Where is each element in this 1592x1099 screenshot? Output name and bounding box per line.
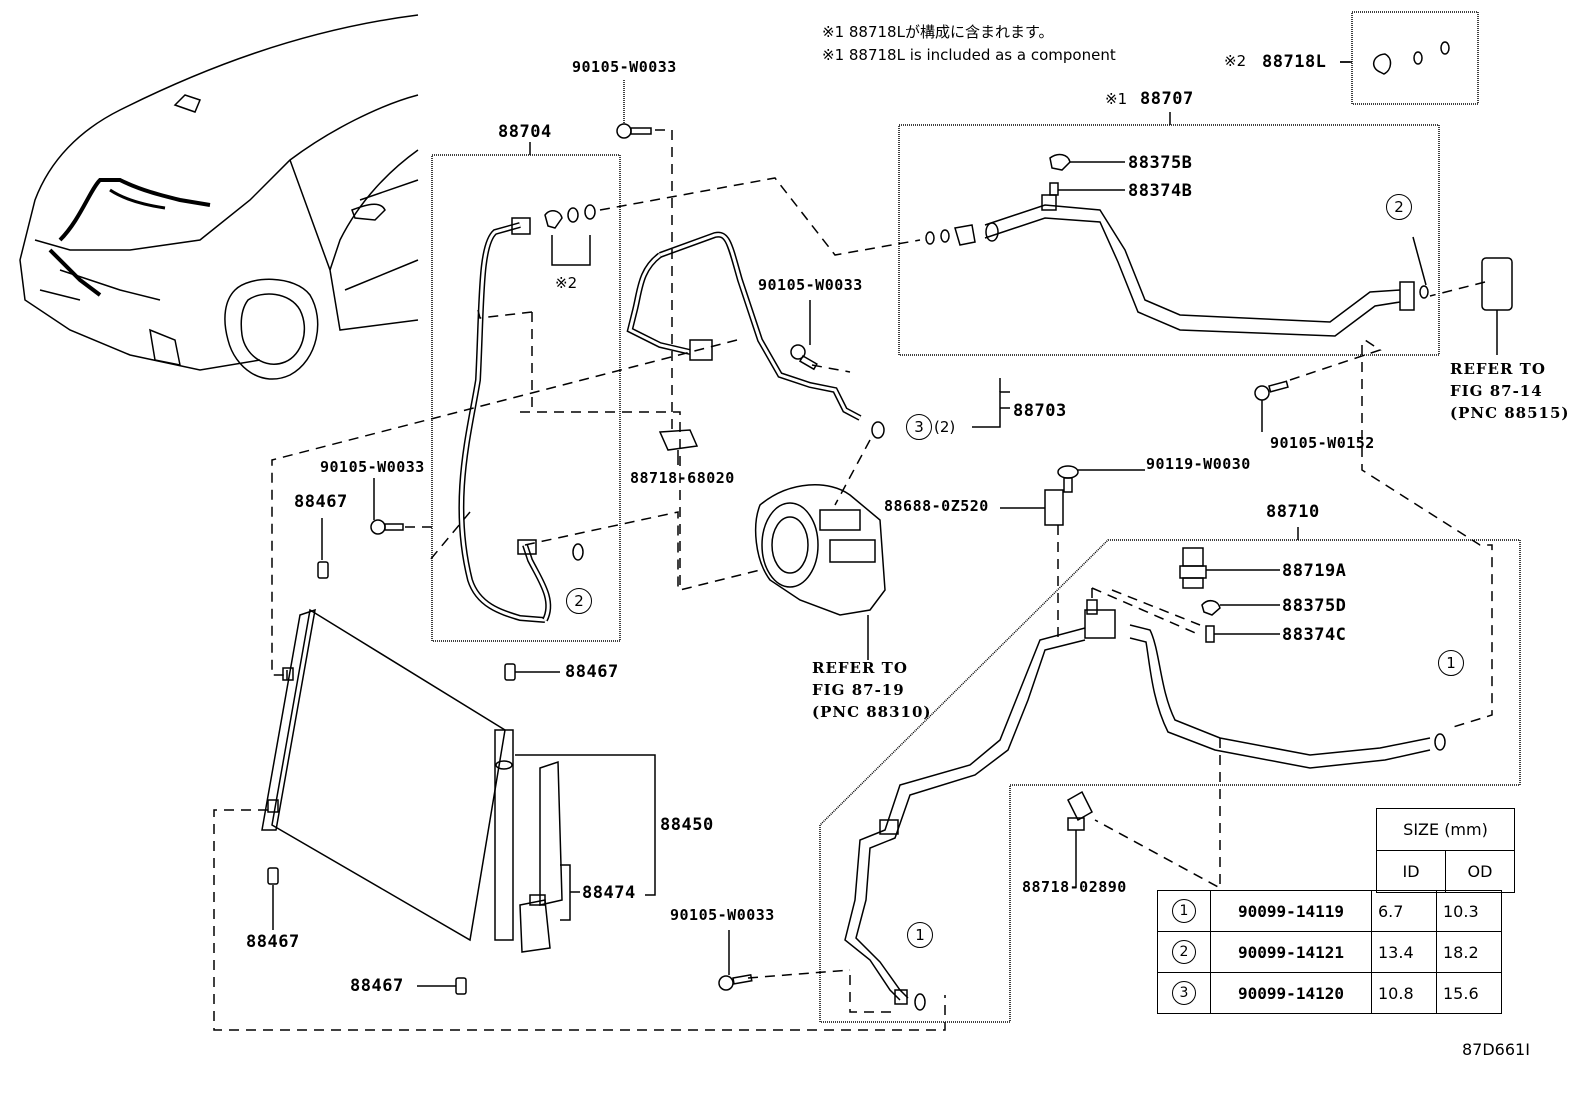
vehicle-outline <box>19 14 419 380</box>
label-88474[interactable]: 88474 <box>582 883 636 903</box>
refer-expansion-valve[interactable]: REFER TO FIG 87-14 (PNC 88515) <box>1450 360 1570 422</box>
table-row: 2 90099-14121 13.4 18.2 <box>1157 931 1502 973</box>
label-90105-W0033-mid[interactable]: 90105-W0033 <box>758 276 863 294</box>
row-id: 13.4 <box>1371 931 1437 973</box>
label-88375D[interactable]: 88375D <box>1282 596 1347 616</box>
note-english: ※1 88718L is included as a component <box>822 46 1116 64</box>
label-88450[interactable]: 88450 <box>660 815 714 835</box>
label-88703[interactable]: 88703 <box>1013 401 1067 421</box>
row-id: 10.8 <box>1371 972 1437 1014</box>
label-90105-W0152[interactable]: 90105-W0152 <box>1270 434 1375 452</box>
size-table-header: SIZE (mm) ID OD <box>1376 808 1515 893</box>
oring-size-table: 1 90099-14119 6.7 10.3 2 90099-14121 13.… <box>1157 890 1502 1014</box>
condenser-drawing <box>261 608 514 942</box>
label-88374C[interactable]: 88374C <box>1282 625 1347 645</box>
label-90105-W0033-top[interactable]: 90105-W0033 <box>572 58 677 76</box>
row-od: 15.6 <box>1436 972 1502 1014</box>
row-id: 6.7 <box>1371 890 1437 932</box>
label-88467-bottom-left[interactable]: 88467 <box>246 932 300 952</box>
oring-callout-1: 1 <box>1438 650 1464 676</box>
figure-id: 87D661I <box>1462 1040 1530 1059</box>
table-row: 3 90099-14120 10.8 15.6 <box>1157 972 1502 1014</box>
refer-compressor[interactable]: REFER TO FIG 87-19 (PNC 88310) <box>812 659 932 721</box>
row-index: 1 <box>1172 899 1196 923</box>
mark-88718L: ※2 <box>1224 52 1247 70</box>
label-88718-68020[interactable]: 88718-68020 <box>630 469 735 487</box>
kit-88718L-box <box>1351 11 1479 105</box>
label-88719A[interactable]: 88719A <box>1282 561 1347 581</box>
row-part-number[interactable]: 90099-14120 <box>1210 972 1372 1014</box>
row-index: 3 <box>1172 981 1196 1005</box>
label-88467-right[interactable]: 88467 <box>565 662 619 682</box>
mark-88704-kit: ※2 <box>555 274 578 292</box>
size-header: SIZE (mm) <box>1376 808 1515 851</box>
table-row: 1 90099-14119 6.7 10.3 <box>1157 890 1502 932</box>
oring-callout-3: 3 <box>906 414 932 440</box>
row-index: 2 <box>1172 940 1196 964</box>
oring-callout-1: 1 <box>907 922 933 948</box>
label-88710[interactable]: 88710 <box>1266 502 1320 522</box>
pipe-88710-box <box>819 539 1521 1023</box>
hose-88704-box <box>431 154 621 642</box>
qty-88703-callout: (2) <box>934 418 956 436</box>
label-90105-W0033-bottom[interactable]: 90105-W0033 <box>670 906 775 924</box>
row-part-number[interactable]: 90099-14119 <box>1210 890 1372 932</box>
label-88718-02890[interactable]: 88718-02890 <box>1022 878 1127 896</box>
label-88467-top[interactable]: 88467 <box>294 492 348 512</box>
label-88718L[interactable]: 88718L <box>1262 52 1327 72</box>
label-88704[interactable]: 88704 <box>498 122 552 142</box>
row-part-number[interactable]: 90099-14121 <box>1210 931 1372 973</box>
col-od-header: OD <box>1445 850 1515 893</box>
mark-88707: ※1 <box>1105 90 1128 108</box>
note-japanese: ※1 88718Lが構成に含まれます。 <box>822 23 1054 41</box>
row-od: 18.2 <box>1436 931 1502 973</box>
compressor-drawing <box>754 484 886 660</box>
row-od: 10.3 <box>1436 890 1502 932</box>
label-90105-W0033-left[interactable]: 90105-W0033 <box>320 458 425 476</box>
col-id-header: ID <box>1376 850 1446 893</box>
label-88467-bottom[interactable]: 88467 <box>350 976 404 996</box>
label-88374B[interactable]: 88374B <box>1128 181 1193 201</box>
oring-callout-2: 2 <box>1386 194 1412 220</box>
assembly-88707-box <box>898 124 1440 356</box>
label-88688-0Z520[interactable]: 88688-0Z520 <box>884 497 989 515</box>
bolt-drawings <box>370 123 1289 991</box>
oring-callout-2: 2 <box>566 588 592 614</box>
label-88375B[interactable]: 88375B <box>1128 153 1193 173</box>
connection-lines <box>213 129 1493 1031</box>
label-90119-W0030[interactable]: 90119-W0030 <box>1146 455 1251 473</box>
label-88707[interactable]: 88707 <box>1140 89 1194 109</box>
